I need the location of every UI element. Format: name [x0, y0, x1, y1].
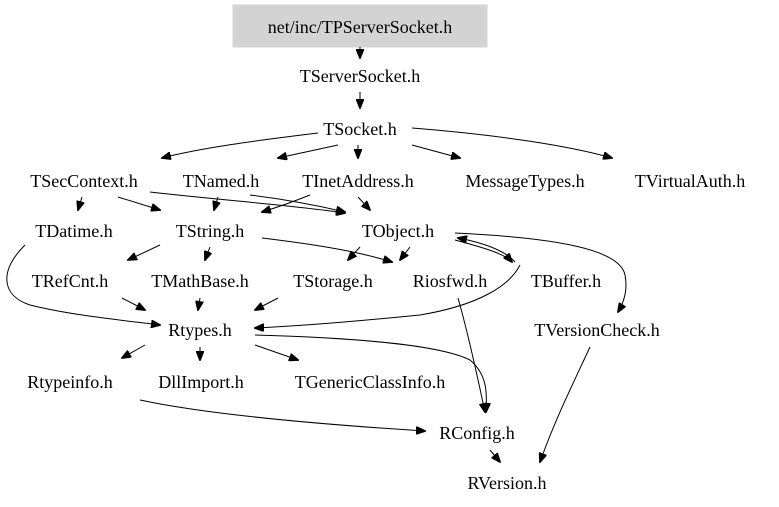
node-tbuffer[interactable]: TBuffer.h [531, 271, 601, 291]
edge-tstorage-rtypes [255, 297, 279, 310]
edge-tinetaddress-tobject [357, 196, 370, 210]
edge-tsocket-tseccontext [162, 132, 319, 158]
edge-tnamed-tobject [249, 194, 345, 212]
node-tserversocket[interactable]: TServerSocket.h [300, 66, 420, 86]
node-rversion[interactable]: RVersion.h [467, 473, 546, 493]
edge-trefcnt-rtypes [121, 297, 145, 310]
edge-tstring-riosfwd [261, 237, 392, 262]
edge-tseccontext-tobject [149, 191, 345, 213]
node-tmathbase[interactable]: TMathBase.h [151, 271, 248, 291]
edge-riosfwd-rconfig [457, 297, 485, 412]
edge-tsocket-tnamed [278, 144, 339, 158]
edge-rtypes-rtypeinfo [122, 344, 146, 358]
edges [6, 47, 627, 462]
node-tversioncheck[interactable]: TVersionCheck.h [534, 320, 659, 340]
edge-tversioncheck-rversion [540, 346, 591, 462]
edge-rconfig-rversion [489, 449, 500, 462]
root-node-box [232, 4, 488, 48]
node-tobject[interactable]: TObject.h [362, 221, 434, 241]
edge-tobject-tversioncheck [454, 232, 627, 312]
node-tseccontext[interactable]: TSecContext.h [30, 171, 137, 191]
nodes: net/inc/TPServerSocket.h TServerSocket.h… [27, 17, 745, 493]
node-tinetaddress[interactable]: TInetAddress.h [302, 171, 413, 191]
edge-tdatime-rtypes [6, 244, 160, 325]
node-tsocket[interactable]: TSocket.h [323, 119, 397, 139]
edge-tsocket-tvirtualauth [411, 127, 612, 158]
edge-tbuffer-tobject [458, 238, 516, 263]
node-rtypes[interactable]: Rtypes.h [168, 320, 232, 340]
node-tpserversocket[interactable]: net/inc/TPServerSocket.h [268, 17, 452, 37]
edge-tsocket-messagetypes [411, 144, 460, 158]
node-riosfwd[interactable]: Riosfwd.h [413, 271, 488, 291]
edge-rtypes-rconfig [254, 334, 486, 412]
node-dllimport[interactable]: DllImport.h [158, 372, 244, 392]
node-messagetypes[interactable]: MessageTypes.h [465, 171, 584, 191]
edge-rtypes-tgenericclassinfo [254, 344, 298, 360]
node-tvirtualauth[interactable]: TVirtualAuth.h [635, 171, 745, 191]
node-tdatime[interactable]: TDatime.h [35, 221, 112, 241]
edge-tobject-tstorage [348, 246, 361, 260]
edge-tmathbase-rtypes [198, 297, 200, 310]
edge-tbuffer-rtypes [255, 264, 521, 328]
edge-tobject-tbuffer [454, 239, 512, 262]
node-tgenericclassinfo[interactable]: TGenericClassInfo.h [295, 372, 445, 392]
node-trefcnt[interactable]: TRefCnt.h [32, 271, 109, 291]
edge-tstring-trefcnt [128, 244, 161, 260]
edge-tseccontext-tstring [117, 196, 160, 210]
edge-rtypeinfo-rconfig [139, 399, 425, 431]
node-rconfig[interactable]: RConfig.h [439, 423, 515, 443]
edge-tnamed-tstring [214, 196, 218, 210]
node-rtypeinfo[interactable]: Rtypeinfo.h [27, 372, 113, 392]
edge-tobject-riosfwd [400, 246, 411, 260]
edge-tseccontext-tdatime [78, 196, 82, 210]
node-tstorage[interactable]: TStorage.h [293, 271, 372, 291]
node-tstring[interactable]: TString.h [176, 221, 245, 241]
node-tnamed[interactable]: TNamed.h [183, 171, 259, 191]
edge-tstring-tmathbase [205, 246, 210, 260]
edge-tinetaddress-tstring [262, 194, 311, 212]
